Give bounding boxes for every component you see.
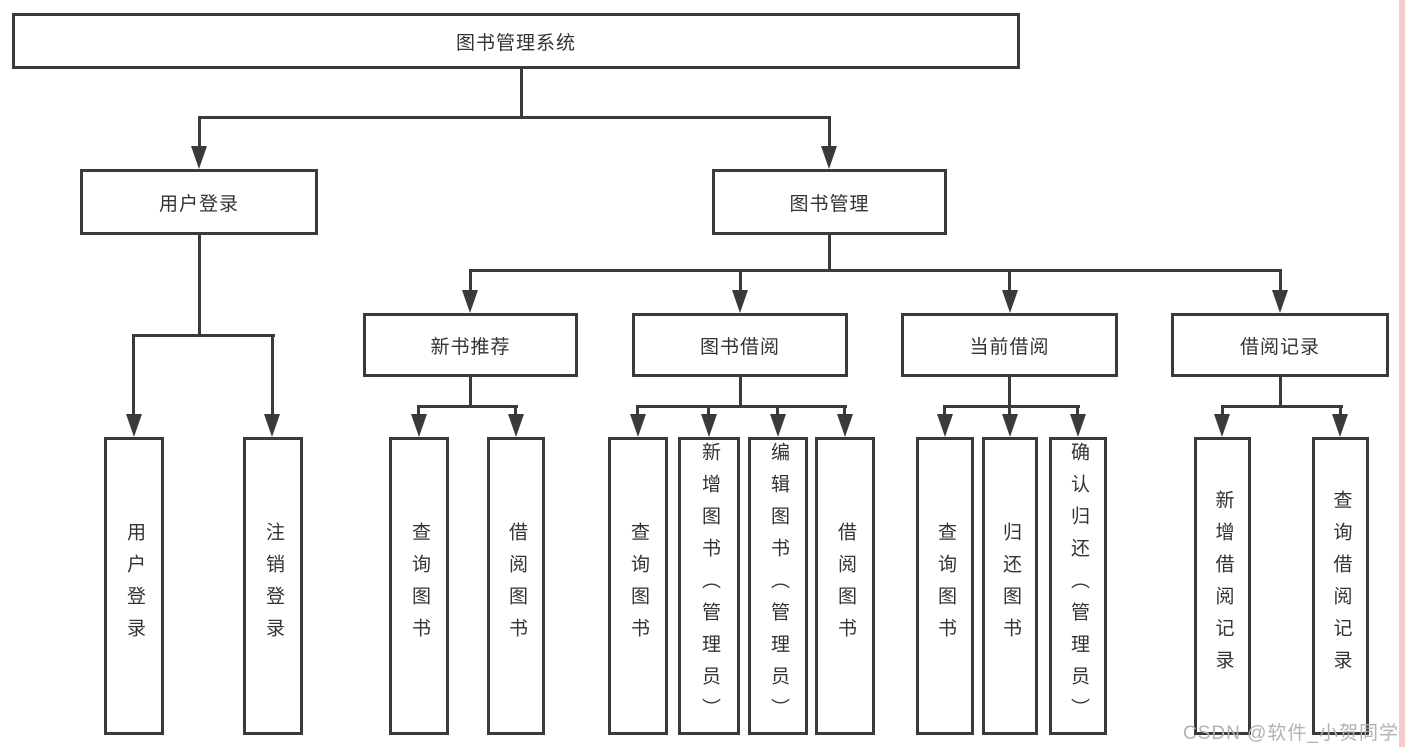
- arrowhead-down-icon: [508, 414, 524, 437]
- leaf-label: 新增图书（管理员）: [698, 442, 720, 730]
- node-library-management-system: 图书管理系统: [12, 13, 1020, 69]
- node-user-login: 用户登录: [80, 169, 318, 235]
- connector-line: [1221, 405, 1224, 417]
- leaf-label: 查询图书: [408, 522, 430, 650]
- arrowhead-down-icon: [1332, 414, 1348, 437]
- arrowhead-down-icon: [1002, 290, 1018, 313]
- connector-line: [636, 405, 847, 408]
- connector-line: [198, 232, 201, 337]
- connector-line: [1221, 405, 1343, 408]
- connector-line: [417, 405, 420, 417]
- leaf-add-borrow-record: 新增借阅记录: [1194, 437, 1251, 735]
- arrowhead-down-icon: [126, 414, 142, 437]
- node-current-borrowing: 当前借阅: [901, 313, 1118, 377]
- arrowhead-down-icon: [191, 146, 207, 169]
- connector-line: [1076, 405, 1079, 417]
- leaf-label: 查询借阅记录: [1330, 490, 1352, 682]
- leaf-query-borrow-record: 查询借阅记录: [1312, 437, 1369, 735]
- leaf-borrow-books-recommend: 借阅图书: [487, 437, 545, 735]
- leaf-label: 用户登录: [123, 522, 145, 650]
- leaf-label: 编辑图书（管理员）: [767, 442, 789, 730]
- arrowhead-down-icon: [264, 414, 280, 437]
- connector-line: [636, 405, 639, 417]
- connector-line: [418, 405, 518, 408]
- arrowhead-down-icon: [411, 414, 427, 437]
- arrowhead-down-icon: [821, 146, 837, 169]
- arrowhead-down-icon: [630, 414, 646, 437]
- leaf-return-books: 归还图书: [982, 437, 1038, 735]
- arrowhead-down-icon: [1272, 290, 1288, 313]
- leaf-user-login: 用户登录: [104, 437, 164, 735]
- connector-line: [132, 334, 275, 337]
- leaf-query-books-borrowing: 查询图书: [608, 437, 668, 735]
- leaf-add-books-admin: 新增图书（管理员）: [678, 437, 740, 735]
- arrowhead-down-icon: [937, 414, 953, 437]
- connector-line: [828, 116, 831, 149]
- connector-line: [1339, 405, 1342, 417]
- connector-line: [1279, 269, 1282, 293]
- connector-line: [776, 405, 779, 417]
- node-borrowing-records: 借阅记录: [1171, 313, 1389, 377]
- connector-line: [1008, 269, 1011, 293]
- connector-line: [514, 405, 517, 417]
- leaf-label: 确认归还（管理员）: [1067, 442, 1089, 730]
- node-new-book-recommendation: 新书推荐: [363, 313, 578, 377]
- arrowhead-down-icon: [701, 414, 717, 437]
- connector-line: [469, 269, 472, 293]
- arrowhead-down-icon: [770, 414, 786, 437]
- connector-line: [198, 116, 201, 149]
- connector-line: [271, 334, 274, 417]
- connector-line: [828, 232, 831, 272]
- connector-line: [520, 68, 523, 119]
- connector-line: [739, 375, 742, 408]
- connector-line: [739, 269, 742, 293]
- leaf-label: 注销登录: [262, 522, 284, 650]
- leaf-label: 查询图书: [627, 522, 649, 650]
- node-book-management: 图书管理: [712, 169, 947, 235]
- leaf-label: 借阅图书: [505, 522, 527, 650]
- leaf-borrow-books: 借阅图书: [815, 437, 875, 735]
- connector-line: [198, 116, 831, 119]
- connector-line: [1008, 375, 1011, 408]
- leaf-label: 查询图书: [934, 522, 956, 650]
- connector-line: [843, 405, 846, 417]
- arrowhead-down-icon: [732, 290, 748, 313]
- connector-line: [1008, 405, 1011, 417]
- leaf-label: 新增借阅记录: [1212, 490, 1234, 682]
- leaf-query-books-current: 查询图书: [916, 437, 974, 735]
- connector-line: [943, 405, 946, 417]
- leaf-confirm-return-admin: 确认归还（管理员）: [1049, 437, 1107, 735]
- arrowhead-down-icon: [1070, 414, 1086, 437]
- arrowhead-down-icon: [1002, 414, 1018, 437]
- connector-line: [707, 405, 710, 417]
- leaf-query-books-recommend: 查询图书: [389, 437, 449, 735]
- leaf-label: 借阅图书: [834, 522, 856, 650]
- connector-line: [132, 334, 135, 417]
- right-edge-strip: [1399, 0, 1405, 747]
- connector-line: [943, 405, 1080, 408]
- arrowhead-down-icon: [837, 414, 853, 437]
- csdn-watermark: CSDN @软件_小贺同学: [1183, 723, 1399, 744]
- node-book-borrowing: 图书借阅: [632, 313, 848, 377]
- connector-line: [469, 269, 1282, 272]
- connector-line: [1279, 375, 1282, 408]
- arrowhead-down-icon: [1214, 414, 1230, 437]
- leaf-edit-books-admin: 编辑图书（管理员）: [748, 437, 808, 735]
- leaf-logout: 注销登录: [243, 437, 303, 735]
- leaf-label: 归还图书: [999, 522, 1021, 650]
- connector-line: [469, 375, 472, 408]
- arrowhead-down-icon: [462, 290, 478, 313]
